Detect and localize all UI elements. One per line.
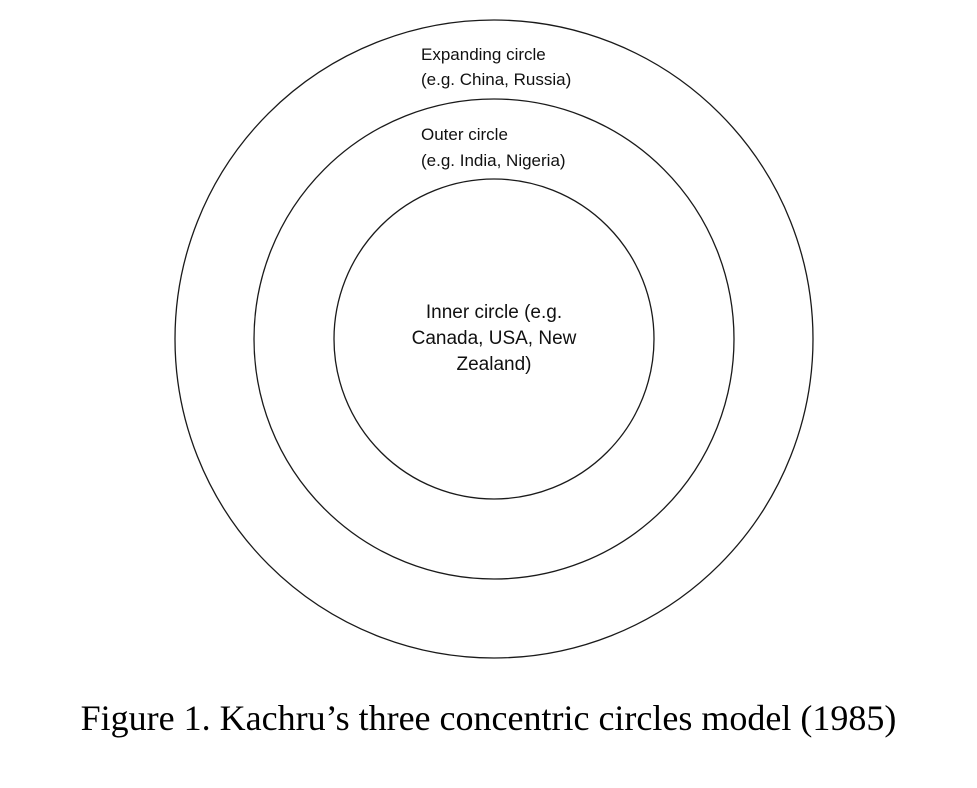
inner-circle-label-line-1: Inner circle (e.g. [426,302,562,323]
outer-circle-label-line-2: (e.g. India, Nigeria) [421,151,566,170]
expanding-circle-label-line-1: Expanding circle [421,45,546,64]
inner-circle-label-line-3: Zealand) [457,354,532,375]
inner-circle [333,178,655,500]
inner-circle-label-line-2: Canada, USA, New [412,328,577,349]
outer-circle [253,98,735,580]
outer-circle-label-line-1: Outer circle [421,125,508,144]
figure-caption: Figure 1. Kachru’s three concentric circ… [80,698,897,738]
expanding-circle-label-line-2: (e.g. China, Russia) [421,70,571,89]
expanding-circle [174,19,814,659]
